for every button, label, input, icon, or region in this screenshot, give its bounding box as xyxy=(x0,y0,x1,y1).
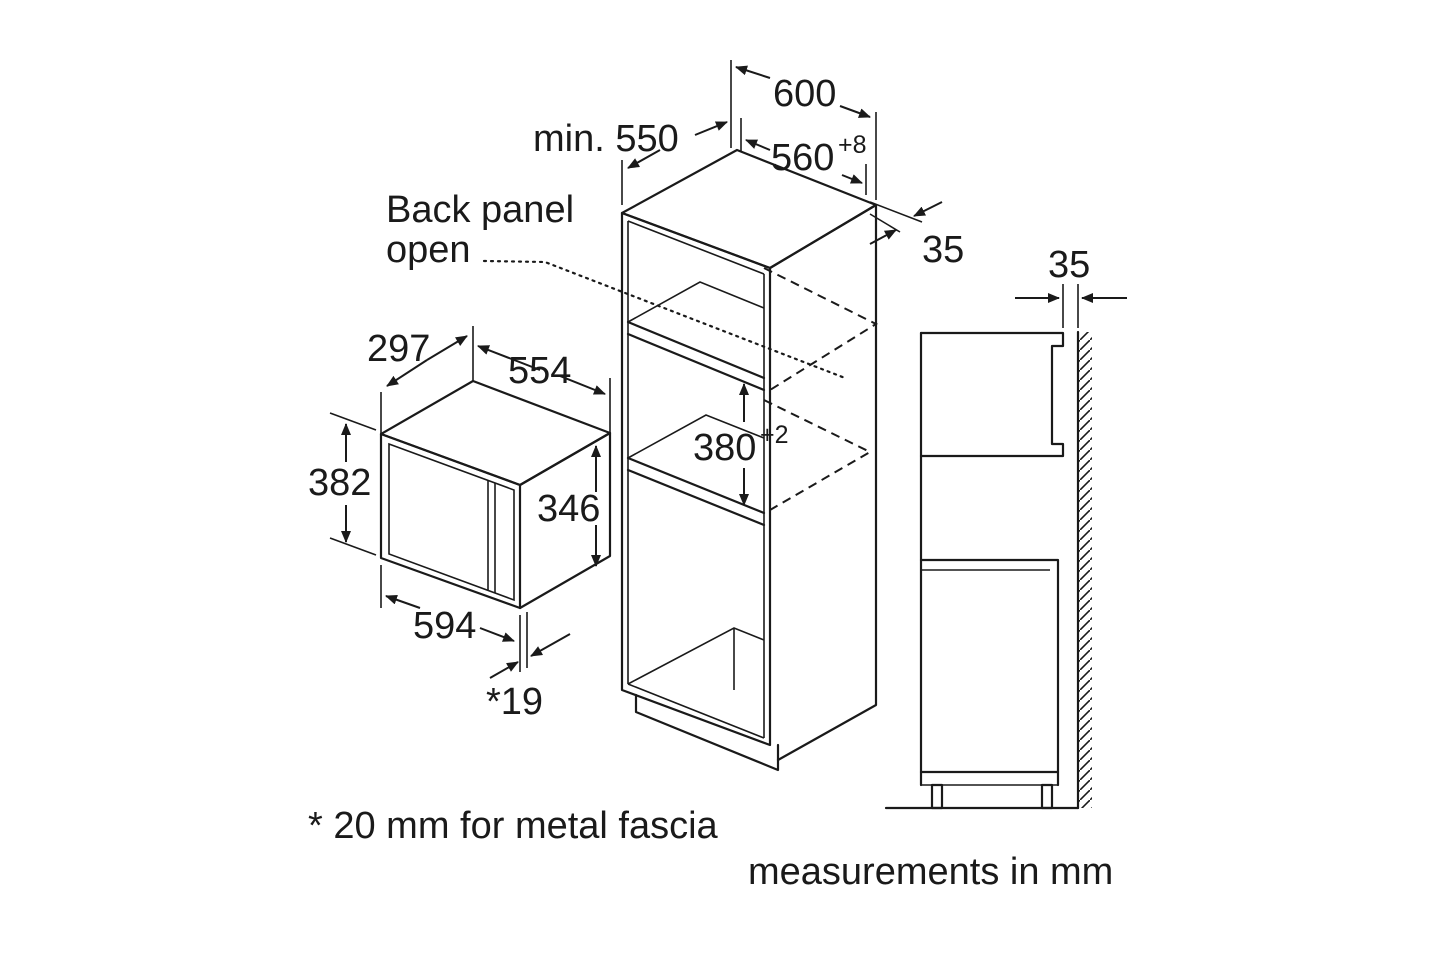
label-297: 297 xyxy=(367,328,430,370)
label-380-tolerance: +2 xyxy=(760,421,789,449)
microwave-dimensions xyxy=(329,326,611,679)
label-594: 594 xyxy=(413,605,476,647)
label-600: 600 xyxy=(773,73,836,115)
label-35-cabinet: 35 xyxy=(922,229,964,271)
label-560-tolerance: +8 xyxy=(838,131,867,159)
label-382: 382 xyxy=(308,462,371,504)
label-560: 560 xyxy=(771,137,834,179)
units-note: measurements in mm xyxy=(748,851,1113,893)
cabinet-dimensions xyxy=(621,60,943,506)
side-view xyxy=(884,284,1127,810)
label-min-550: min. 550 xyxy=(533,118,679,160)
label-19: *19 xyxy=(486,681,543,723)
label-open: open xyxy=(386,229,471,271)
footnote-metal-fascia: * 20 mm for metal fascia xyxy=(308,805,719,847)
label-346: 346 xyxy=(537,488,600,530)
label-35-side: 35 xyxy=(1048,244,1090,286)
label-back-panel: Back panel xyxy=(386,189,574,231)
tall-cabinet xyxy=(482,148,879,772)
label-554: 554 xyxy=(508,350,571,392)
label-380: 380 xyxy=(693,427,756,469)
dimension-labels: 600 min. 550 560 +8 35 Back panel open 2… xyxy=(308,73,1113,893)
